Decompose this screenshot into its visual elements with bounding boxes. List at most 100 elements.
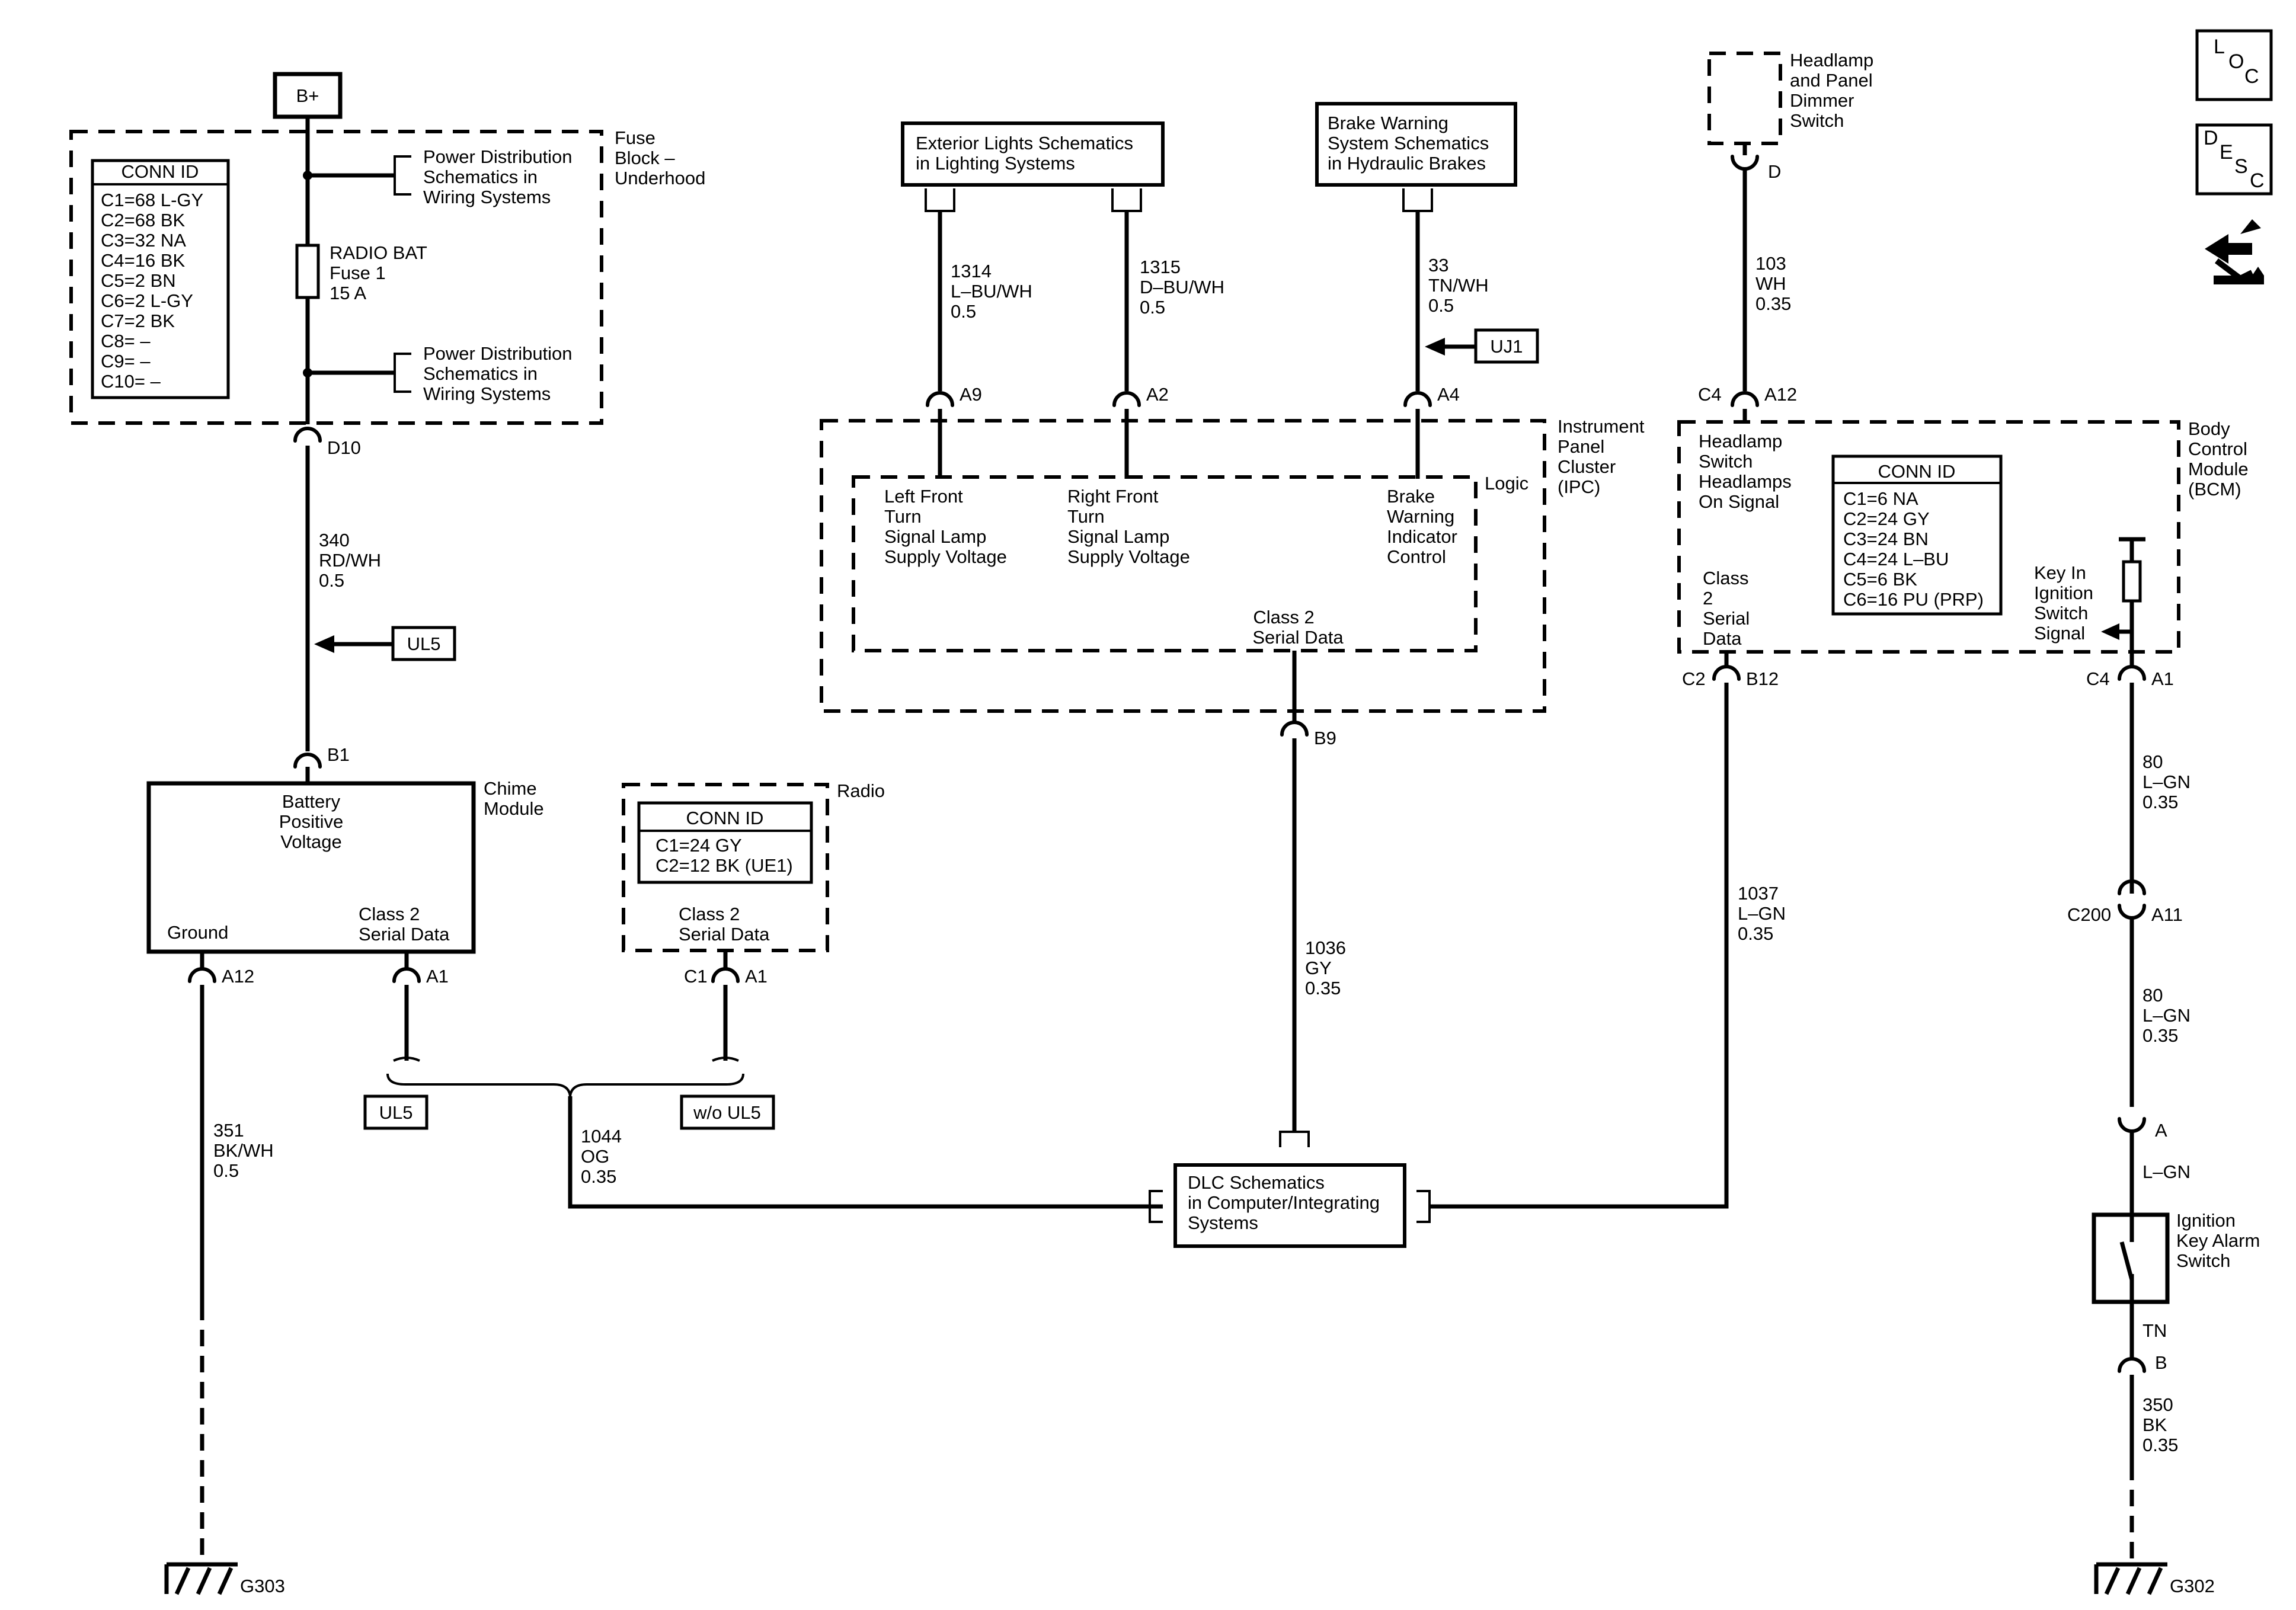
ul5-arrow-icon: [314, 635, 334, 653]
svg-text:Right Front: Right Front: [1067, 486, 1159, 507]
svg-text:Key Alarm: Key Alarm: [2176, 1230, 2260, 1251]
conn-id-entry: C5=6 BK: [1843, 569, 1917, 590]
svg-text:Power Distribution: Power Distribution: [423, 146, 573, 167]
connector-d: [1731, 155, 1759, 171]
wire-1044-label: 1044 OG 0.35: [581, 1126, 622, 1187]
loc-icon[interactable]: L O C: [2195, 29, 2273, 101]
ul5-option-label: UL5: [379, 1102, 413, 1123]
uj1-arrow-icon: [1425, 338, 1445, 356]
wire-80-upper-label: 80 L–GN 0.35: [2142, 751, 2191, 812]
svg-text:Wiring Systems: Wiring Systems: [423, 187, 551, 207]
svg-text:80: 80: [2142, 751, 2163, 772]
chime-serial-data-label: Class 2 Serial Data: [359, 904, 450, 945]
wire-1315-label: 1315 D–BU/WH 0.5: [1140, 257, 1224, 318]
fuse-block: B+ CONN ID C1=68 L-GY C2=68 BK C3=32 NA …: [69, 72, 705, 458]
svg-text:33: 33: [1428, 255, 1448, 276]
svg-text:Switch: Switch: [1699, 451, 1753, 472]
svg-text:OG: OG: [581, 1146, 609, 1167]
svg-text:0.35: 0.35: [2142, 792, 2178, 812]
key-signal-arrow-icon: [2101, 623, 2119, 640]
svg-text:System Schematics: System Schematics: [1328, 133, 1489, 153]
svg-text:0.5: 0.5: [951, 301, 976, 322]
svg-text:0.5: 0.5: [1140, 297, 1165, 318]
svg-text:Systems: Systems: [1188, 1212, 1258, 1233]
svg-text:E: E: [2220, 141, 2233, 164]
brake-warning-indicator-label: Brake Warning Indicator Control: [1387, 486, 1457, 567]
conn-id-entry: C10= –: [101, 371, 161, 392]
bcm-top-connector-label: C4: [1698, 384, 1722, 405]
exterior-lights-reference: Exterior Lights Schematics in Lighting S…: [901, 121, 1165, 212]
svg-text:in Lighting Systems: in Lighting Systems: [916, 153, 1075, 174]
ipc-serial-data-label: Class 2 Serial Data: [1252, 607, 1344, 648]
wire-33-label: 33 TN/WH 0.5: [1428, 255, 1489, 316]
svg-text:Voltage: Voltage: [280, 831, 341, 852]
svg-text:Data: Data: [1703, 628, 1742, 649]
svg-text:Wiring Systems: Wiring Systems: [423, 383, 551, 404]
svg-text:Positive: Positive: [279, 811, 344, 832]
bcm-label: Body Control Module (BCM): [2188, 418, 2249, 500]
chime-ground-label: Ground: [167, 922, 228, 943]
key-in-ignition-label: Key In Ignition Switch Signal: [2034, 562, 2093, 644]
uj1-option-tag: [1474, 328, 1539, 364]
conn-id-entry: C1=6 NA: [1843, 488, 1918, 509]
svg-text:Exterior Lights Schematics: Exterior Lights Schematics: [916, 133, 1133, 153]
switch-pin-a-label: A: [2155, 1120, 2167, 1141]
fuse-block-conn-id-title: CONN ID: [121, 161, 199, 182]
wire-1314-label: 1314 L–BU/WH 0.5: [951, 261, 1032, 322]
svg-text:80: 80: [2142, 985, 2163, 1006]
radio-conn-id-title: CONN ID: [686, 808, 764, 828]
svg-text:Ignition: Ignition: [2034, 582, 2093, 603]
brake-warning-reference: Brake Warning System Schematics in Hydra…: [1315, 102, 1517, 212]
wire-103-label: 103 WH 0.35: [1755, 253, 1791, 314]
body-control-module: Body Control Module (BCM) Headlamp Switc…: [1677, 418, 2249, 654]
connector-a2: [1112, 391, 1141, 407]
pin-a4-label: A4: [1437, 384, 1460, 405]
pin-a12-label: A12: [222, 966, 254, 987]
svg-text:340: 340: [319, 530, 350, 550]
svg-text:Module: Module: [2188, 459, 2249, 479]
svg-text:L–BU/WH: L–BU/WH: [951, 281, 1032, 302]
ul5-option-label-box: [363, 1094, 428, 1130]
chime-ground-circuit: 351 BK/WH 0.5 G303: [164, 985, 285, 1596]
svg-text:Dimmer: Dimmer: [1790, 90, 1854, 111]
svg-text:Module: Module: [484, 798, 544, 819]
svg-text:2: 2: [1703, 588, 1713, 609]
wire-350-label: 350 BK 0.35: [2142, 1394, 2178, 1455]
svg-text:0.35: 0.35: [2142, 1435, 2178, 1455]
bcm-serial-connector-label: C2: [1682, 668, 1706, 689]
ground-g302-icon: [2094, 1562, 2167, 1595]
conn-id-entry: C2=24 GY: [1843, 508, 1930, 529]
wo-ul5-option-label: w/o UL5: [693, 1102, 761, 1123]
svg-text:BK/WH: BK/WH: [213, 1140, 274, 1161]
svg-text:(BCM): (BCM): [2188, 479, 2241, 500]
svg-text:Indicator: Indicator: [1387, 526, 1457, 547]
svg-text:Control: Control: [2188, 438, 2247, 459]
svg-text:Fuse: Fuse: [615, 127, 655, 148]
pin-a1-bcm-label: A1: [2151, 668, 2174, 689]
pin-a11-label: A11: [2151, 904, 2183, 925]
pin-a1-chime-label: A1: [426, 966, 449, 987]
desc-icon[interactable]: D E S C: [2195, 123, 2273, 196]
conn-id-entry: C6=2 L-GY: [101, 290, 193, 311]
ipc-input-wires: 1314 L–BU/WH 0.5 1315 D–BU/WH 0.5 33 TN/…: [926, 211, 1539, 479]
battery-positive-voltage-label: Battery Positive Voltage: [279, 791, 344, 852]
switch-output-wire-label: TN: [2142, 1320, 2167, 1341]
svg-text:Serial Data: Serial Data: [679, 924, 770, 945]
svg-text:Headlamp: Headlamp: [1699, 431, 1782, 452]
svg-text:Block –: Block –: [615, 148, 675, 168]
connector-b9: [1280, 721, 1309, 737]
radio-module: Radio CONN ID C1=24 GY C2=12 BK (UE1) Cl…: [622, 780, 885, 987]
conn-id-entry: C4=24 L–BU: [1843, 549, 1949, 569]
svg-text:(IPC): (IPC): [1558, 476, 1600, 497]
svg-text:Class: Class: [1703, 568, 1749, 588]
radio-bat-fuse-label: RADIO BAT Fuse 1 15 A: [330, 242, 427, 303]
svg-text:0.5: 0.5: [319, 570, 344, 591]
svg-text:1037: 1037: [1738, 883, 1779, 904]
switch-input-wire-label: L–GN: [2142, 1161, 2191, 1182]
svg-text:Switch: Switch: [2034, 603, 2088, 623]
conn-id-entry: C9= –: [101, 351, 151, 372]
svg-text:Class 2: Class 2: [359, 904, 420, 924]
svg-text:Schematics in: Schematics in: [423, 167, 538, 187]
schematic-navigation-icon[interactable]: [2205, 219, 2264, 284]
